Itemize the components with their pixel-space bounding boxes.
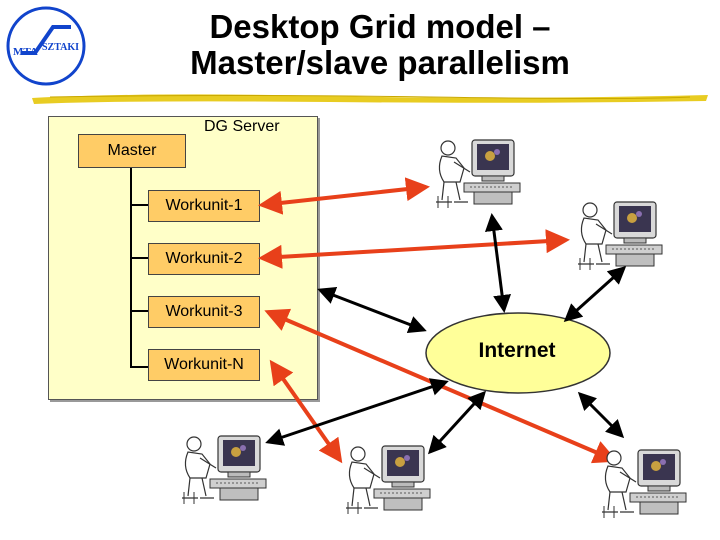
arrow-icon [258,177,430,215]
arrow-icon [317,286,427,334]
arrow-icon [563,265,627,323]
workunit-box: Workunit-3 [148,296,260,328]
workunit-box: Workunit-N [148,349,260,381]
internet-label: Internet [478,339,556,362]
dg-server-label: DG Server [204,118,280,135]
title-underline [32,94,708,104]
logo-icon: MTA SZTAKI [6,6,86,86]
logo-left-text: MTA [13,46,38,58]
arrow-icon [265,378,449,446]
workstation-icon [345,445,431,515]
page-subtitle: Master/slave parallelism [190,44,570,81]
arrow-icon [427,390,487,455]
tree-trunk [130,166,132,368]
arrow-icon [577,391,625,439]
tree-branch [130,366,148,368]
tree-branch [130,310,148,312]
logo-right-text: SZTAKI [42,42,79,53]
arrow-icon [484,213,512,313]
workunit-box: Workunit-2 [148,243,260,275]
workstation-icon [577,201,663,271]
workstation-icon [435,139,521,209]
arrow-icon [258,229,570,269]
master-box: Master [78,134,186,168]
page-title: Desktop Grid model – [209,8,551,45]
workstation-icon [181,435,267,505]
tree-branch [130,257,148,259]
arrow-icon [269,359,343,464]
workunit-box: Workunit-1 [148,190,260,222]
workstation-icon [601,449,687,519]
tree-branch [130,204,148,206]
